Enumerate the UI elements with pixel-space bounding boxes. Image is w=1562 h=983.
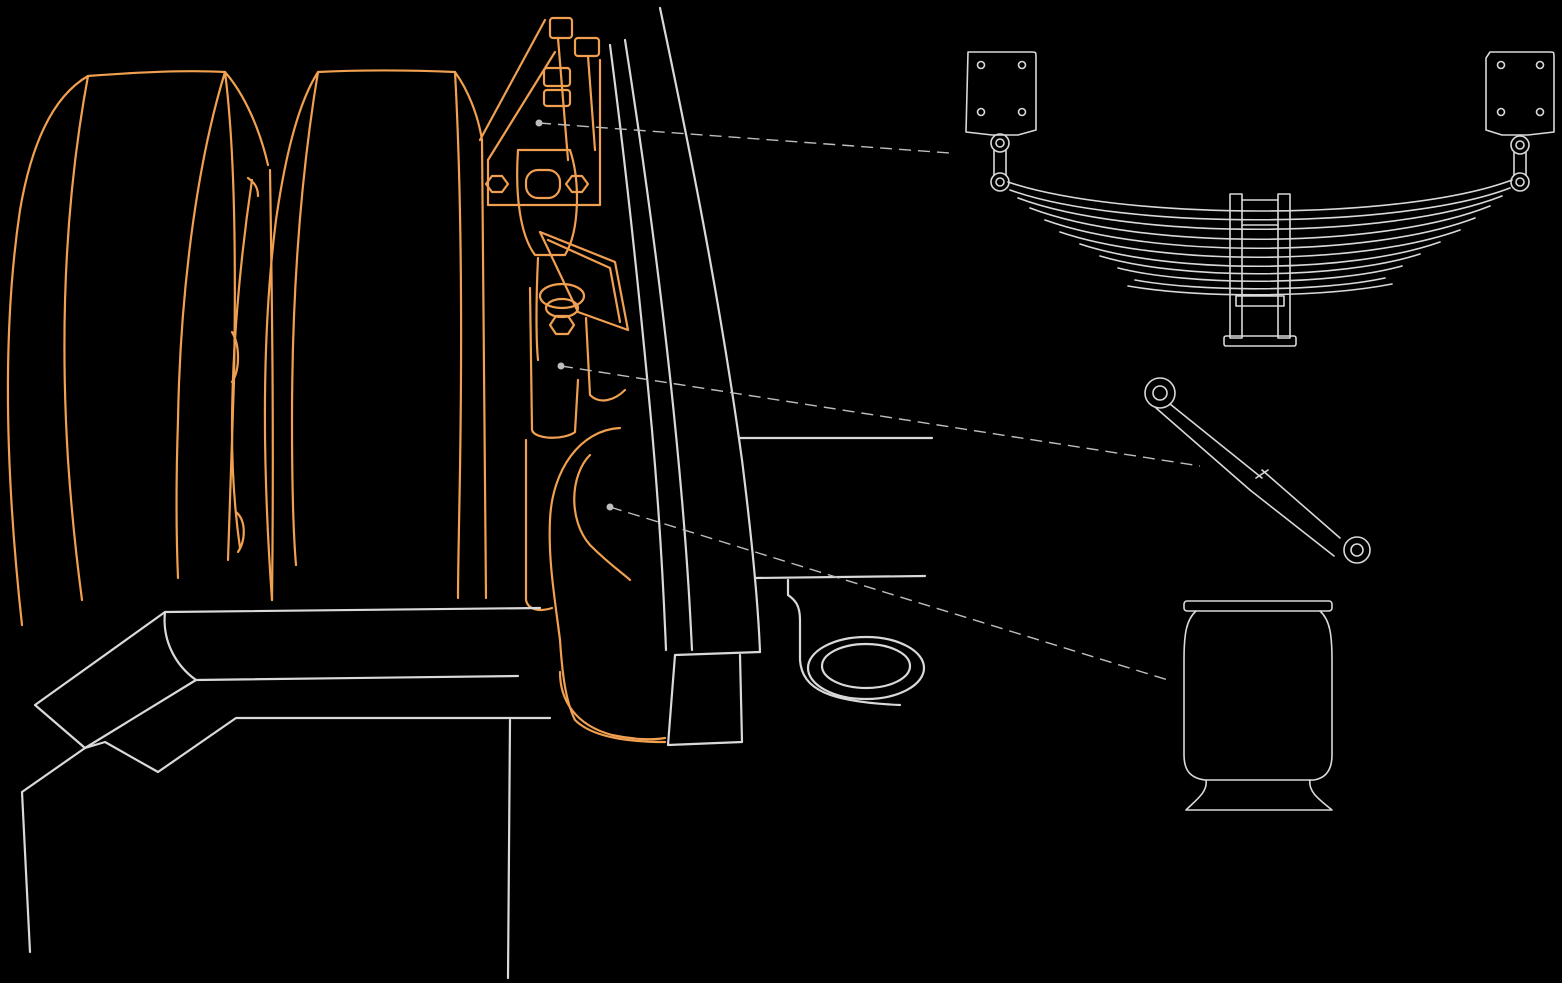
- inner-tire-tread: [290, 70, 320, 567]
- air-line-coil-outer: [806, 635, 926, 701]
- frame-rail-outer: [658, 6, 762, 654]
- air-spring-side: [524, 438, 554, 611]
- outer-rim-hook: [234, 510, 245, 554]
- shock-upper-slot: [524, 168, 562, 200]
- hex-nut-left: [484, 174, 510, 194]
- shock-nut: [548, 314, 576, 336]
- crossmember-lower: [753, 574, 927, 580]
- outer-rim-edge: [246, 176, 260, 198]
- air-spring-fold: [573, 453, 632, 582]
- leaf-spring-leader: [538, 122, 951, 154]
- bolt-4: [542, 88, 572, 108]
- fender-side: [20, 718, 512, 980]
- air-spring-leader: [609, 506, 1169, 681]
- outer-rim-bulge: [230, 330, 240, 384]
- shock-lower-bracket: [538, 230, 630, 332]
- outer-tire-sidewall: [175, 70, 227, 580]
- shock-leader: [560, 365, 1201, 467]
- frame-bracket: [478, 18, 557, 600]
- leaf-spring-icon: [965, 51, 1555, 347]
- shock-upper-eye: [516, 148, 579, 257]
- bolt-2: [573, 36, 601, 58]
- highlighted-suspension-assembly: [6, 16, 667, 744]
- air-spring-icon: [1183, 600, 1333, 811]
- fender-top: [33, 606, 542, 750]
- crossmember-step: [786, 578, 902, 707]
- outer-tire-tread: [63, 74, 90, 602]
- shock-body: [528, 286, 580, 439]
- bolt-1: [548, 16, 574, 40]
- shock-absorber-icon: [1144, 377, 1371, 564]
- air-spring-bellow: [548, 426, 667, 744]
- callout-leaders: [535, 119, 1201, 681]
- shock-cylinder: [535, 256, 627, 402]
- shock-bracket-inner: [546, 238, 622, 324]
- shock-washer: [538, 282, 586, 310]
- outer-tire-bead: [268, 168, 274, 602]
- fender-lower: [83, 716, 552, 774]
- frame-rail-mid: [623, 38, 694, 652]
- inner-tire-outline: [263, 69, 484, 602]
- fender-curve: [163, 610, 198, 682]
- frame-end-cap: [666, 650, 762, 747]
- air-spring-base: [558, 670, 667, 741]
- frame-rail-inner: [608, 43, 668, 652]
- bolt-stem: [556, 36, 597, 162]
- bolt-3: [542, 66, 572, 88]
- hex-nut-right: [564, 174, 590, 194]
- chassis-outline: [20, 6, 934, 980]
- outer-tire-outline: [6, 70, 270, 627]
- inner-tire-sidewall: [453, 70, 463, 600]
- air-line-coil-inner: [820, 642, 912, 690]
